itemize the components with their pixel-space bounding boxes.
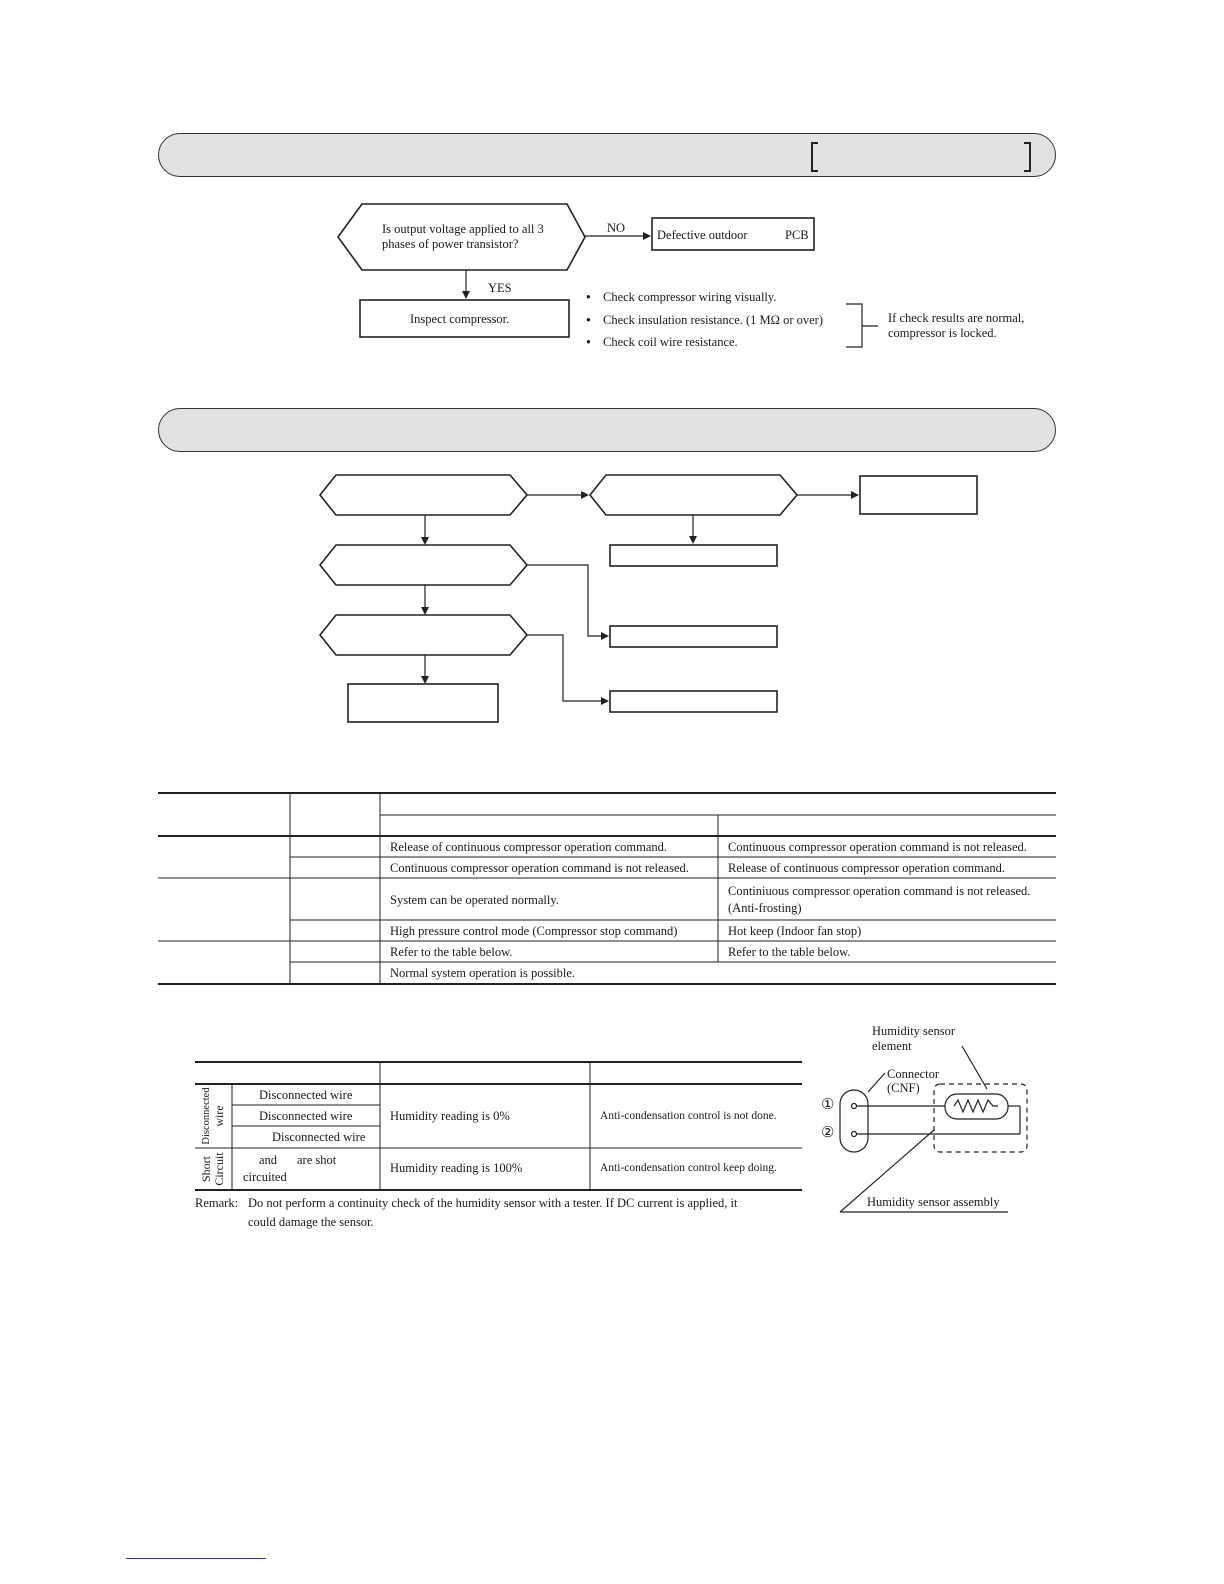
connector-label-line1: Connector: [887, 1067, 940, 1081]
sensor-row3-col2-line1: Continiuous compressor operation command…: [728, 884, 1031, 898]
check-item-coil: Check coil wire resistance.: [586, 334, 738, 350]
sensor-row2-col2: Release of continuous compressor operati…: [728, 861, 1006, 875]
section-banner-sensor: [158, 408, 1056, 452]
reading-disconnected: Humidity reading is 0%: [390, 1109, 510, 1123]
defective-pcb-box: [651, 217, 815, 251]
sensor-row5-col2: Refer to the table below.: [728, 945, 851, 959]
no-label: NO: [607, 221, 626, 235]
sensor-element: [944, 1093, 1009, 1120]
section-banner-compressor: [158, 133, 1056, 177]
inspect-compressor-text: Inspect compressor.: [410, 312, 510, 326]
reading-short: Humidity reading is 100%: [390, 1161, 523, 1175]
short-row-are-shot: are shot: [297, 1153, 337, 1167]
remark-label: Remark:: [195, 1196, 239, 1210]
element-label-line2: element: [872, 1039, 912, 1053]
defective-outdoor-text: Defective outdoor: [657, 228, 748, 242]
remark-line2: could damage the sensor.: [248, 1215, 374, 1229]
disc-row1: Disconnected wire: [259, 1088, 353, 1102]
result-text-line1: If check results are normal,: [888, 311, 1025, 325]
banner-bracket: [811, 142, 1031, 172]
control-short: Anti-condensation control keep doing.: [600, 1162, 777, 1174]
sensor-row1-col1: Release of continuous compressor operati…: [390, 840, 668, 854]
disc-row2: Disconnected wire: [259, 1109, 353, 1123]
sensor-row5-col1: Refer to the table below.: [390, 945, 513, 959]
connector-label-line2: (CNF): [887, 1081, 920, 1095]
resistor-zigzag: [953, 1098, 998, 1114]
sensor-assembly-outline: [933, 1083, 1028, 1153]
short-row-and: and: [259, 1153, 278, 1167]
element-label-line1: Humidity sensor: [872, 1024, 955, 1038]
check-bracket: [846, 303, 878, 348]
yes-label: YES: [488, 281, 512, 295]
disc-row3: Disconnected wire: [272, 1130, 366, 1144]
footer-rule: [126, 1558, 266, 1559]
result-box-5: [347, 683, 499, 723]
pcb-text: PCB: [785, 228, 809, 242]
connector-body: [839, 1089, 869, 1153]
check-item-wiring: Check compressor wiring visually.: [586, 289, 777, 305]
remark-line1: Do not perform a continuity check of the…: [248, 1196, 738, 1210]
decision-text-line2: phases of power transistor?: [382, 237, 519, 251]
result-box-4: [609, 690, 778, 713]
result-box-3: [609, 625, 778, 648]
control-disconnected: Anti-condensation control is not done.: [600, 1110, 777, 1122]
decision-output-voltage: [337, 203, 586, 271]
pin-2-label: ②: [821, 1125, 835, 1141]
pin-1-label: ①: [821, 1097, 835, 1113]
sensor-row1-col2: Continuous compressor operation command …: [728, 840, 1027, 854]
result-box-1: [859, 475, 978, 515]
sensor-row3-col2-line2: (Anti-frosting): [728, 901, 802, 915]
inspect-compressor-box: [359, 299, 570, 338]
decision-text-line1: Is output voltage applied to all 3: [382, 222, 544, 236]
sensor-row3-col1: System can be operated normally.: [390, 893, 559, 907]
sensor-row4-col2: Hot keep (Indoor fan stop): [728, 924, 862, 938]
sensor-row6-col1: Normal system operation is possible.: [390, 966, 576, 980]
result-text-line2: compressor is locked.: [888, 326, 997, 340]
sensor-row4-col1: High pressure control mode (Compressor s…: [390, 924, 678, 938]
result-box-2: [609, 544, 778, 567]
check-item-insulation: Check insulation resistance. (1 MΩ or ov…: [586, 312, 823, 328]
assembly-label: Humidity sensor assembly: [867, 1195, 1000, 1209]
short-row-circuited: circuited: [243, 1170, 287, 1184]
sensor-row2-col1: Continuous compressor operation command …: [390, 861, 689, 875]
